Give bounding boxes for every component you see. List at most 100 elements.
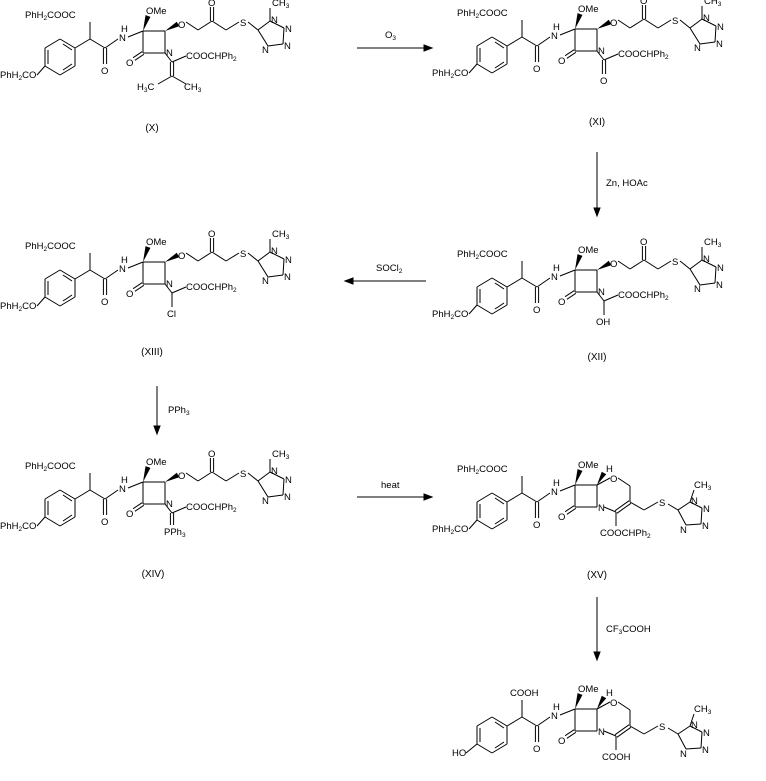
sulfide-s-label: S bbox=[240, 18, 246, 29]
bond bbox=[559, 484, 576, 492]
oxacephem-bond bbox=[603, 730, 617, 737]
amide-n-label: N bbox=[119, 33, 126, 44]
bond bbox=[89, 269, 106, 280]
caption-compound-xiv: (XIV) bbox=[142, 569, 165, 580]
amide-h-label: H bbox=[121, 24, 128, 35]
bond bbox=[247, 472, 259, 482]
ketone-o-label: O bbox=[208, 449, 215, 460]
bond bbox=[536, 277, 551, 288]
lactam-n-label: N bbox=[166, 48, 173, 59]
sulfide-s-label: S bbox=[240, 469, 246, 480]
tetrazole-bond bbox=[701, 18, 717, 27]
ether-wedge bbox=[165, 472, 180, 482]
bond bbox=[468, 519, 478, 530]
reaction-arrows bbox=[153, 44, 601, 662]
oxalyl-o-label: O bbox=[600, 76, 607, 87]
lactam-o-label: O bbox=[126, 289, 133, 300]
oxacephem-o-label: O bbox=[610, 698, 617, 709]
bond bbox=[104, 38, 119, 49]
methoxy-wedge bbox=[143, 466, 151, 482]
ether-o-label: O bbox=[178, 20, 185, 31]
amide-o-label: O bbox=[533, 305, 540, 316]
sulfide-s-label: S bbox=[659, 722, 665, 733]
bond bbox=[36, 65, 46, 76]
ether-o-label: O bbox=[178, 471, 185, 482]
tetrazole-n4-label: N bbox=[262, 276, 269, 287]
bond bbox=[89, 38, 106, 49]
lactam-o-label: O bbox=[558, 736, 565, 747]
amide-o-label: O bbox=[533, 744, 540, 755]
oxacephem-o-label: O bbox=[610, 474, 617, 485]
carboxylic-acid-top-label: COOH bbox=[510, 688, 539, 699]
tetrazole-n4-label: N bbox=[694, 284, 701, 295]
benzene-bond bbox=[44, 65, 61, 76]
arrow-reduction bbox=[593, 152, 601, 218]
lactam-n-label: N bbox=[598, 727, 605, 738]
tetrazole-bond bbox=[677, 509, 687, 526]
lactam-carbonyl bbox=[564, 290, 575, 298]
bond bbox=[211, 20, 227, 31]
benzene-bond bbox=[44, 489, 61, 500]
methoxy-label: OMe bbox=[146, 237, 167, 248]
bond bbox=[468, 304, 478, 315]
tetrazole-n3-label: N bbox=[284, 41, 291, 52]
reagent-thionyl-chloride: SOCl2 bbox=[376, 263, 403, 275]
methoxy-wedge bbox=[143, 246, 151, 262]
oxacephem-bond bbox=[596, 477, 611, 486]
tetrazole-bond bbox=[699, 41, 716, 45]
tetrazole-bond bbox=[700, 507, 703, 525]
amide-o-label: O bbox=[533, 520, 540, 531]
amide-o-label: O bbox=[101, 66, 108, 77]
benzene-bond bbox=[491, 63, 508, 74]
n-methyl-bond bbox=[689, 713, 695, 727]
amide-n-label: N bbox=[551, 31, 558, 42]
tetrazole-bond bbox=[282, 27, 285, 45]
amide-h-label: H bbox=[553, 702, 560, 713]
n-methyl-label: CH3 bbox=[272, 449, 290, 461]
tetrazole-n4-label: N bbox=[262, 45, 269, 56]
benzene-bond bbox=[476, 519, 493, 530]
aromatic-inner-bond bbox=[62, 494, 73, 502]
bond bbox=[559, 269, 576, 277]
tetrazole-bond bbox=[700, 731, 703, 749]
ether-wedge bbox=[597, 260, 612, 270]
tetrazole-bond bbox=[689, 501, 703, 509]
arrow-ozonolysis bbox=[357, 44, 434, 52]
benzene-bond bbox=[44, 296, 61, 307]
tetrazole-n3-label: N bbox=[284, 272, 291, 283]
tetrazole-bond bbox=[677, 733, 687, 750]
bond bbox=[225, 21, 240, 31]
ester-protecting-group-phenol: PhH2CO bbox=[432, 309, 468, 321]
aromatic-inner-bond bbox=[494, 282, 505, 290]
tetrazole-n4-label: N bbox=[680, 525, 687, 536]
bond bbox=[617, 260, 631, 270]
tetrazole-bond bbox=[701, 259, 717, 268]
bond bbox=[36, 516, 46, 527]
amide-n-label: N bbox=[551, 487, 558, 498]
benzene-bond bbox=[44, 38, 61, 49]
tetrazole-bond bbox=[699, 282, 716, 286]
ether-o-label: O bbox=[610, 18, 617, 29]
tetrazole-n3-label: N bbox=[716, 39, 723, 50]
arrow-deprotection bbox=[593, 597, 601, 662]
tetrazole-bond bbox=[257, 260, 269, 278]
lactam-carbonyl bbox=[132, 51, 143, 59]
tetrazole-n2-label: N bbox=[285, 255, 292, 266]
lactam-carbonyl bbox=[566, 507, 577, 515]
caption-compound-x: (X) bbox=[145, 123, 158, 134]
bond bbox=[164, 52, 173, 63]
aromatic-inner-bond bbox=[494, 517, 505, 525]
ether-wedge bbox=[165, 21, 180, 31]
tetrazole-bond bbox=[267, 494, 284, 498]
aromatic-inner-bond bbox=[62, 274, 73, 282]
ester-protecting-group-phenol: PhH2CO bbox=[0, 521, 36, 533]
oxacephem-alkene bbox=[614, 724, 630, 736]
ketone-o-label: O bbox=[640, 0, 647, 7]
reagent-trifluoroacetic-acid: CF3COOH bbox=[606, 624, 651, 636]
tetrazole-n3-label: N bbox=[702, 521, 709, 532]
methoxy-wedge bbox=[575, 693, 583, 709]
methoxy-wedge bbox=[575, 254, 583, 270]
